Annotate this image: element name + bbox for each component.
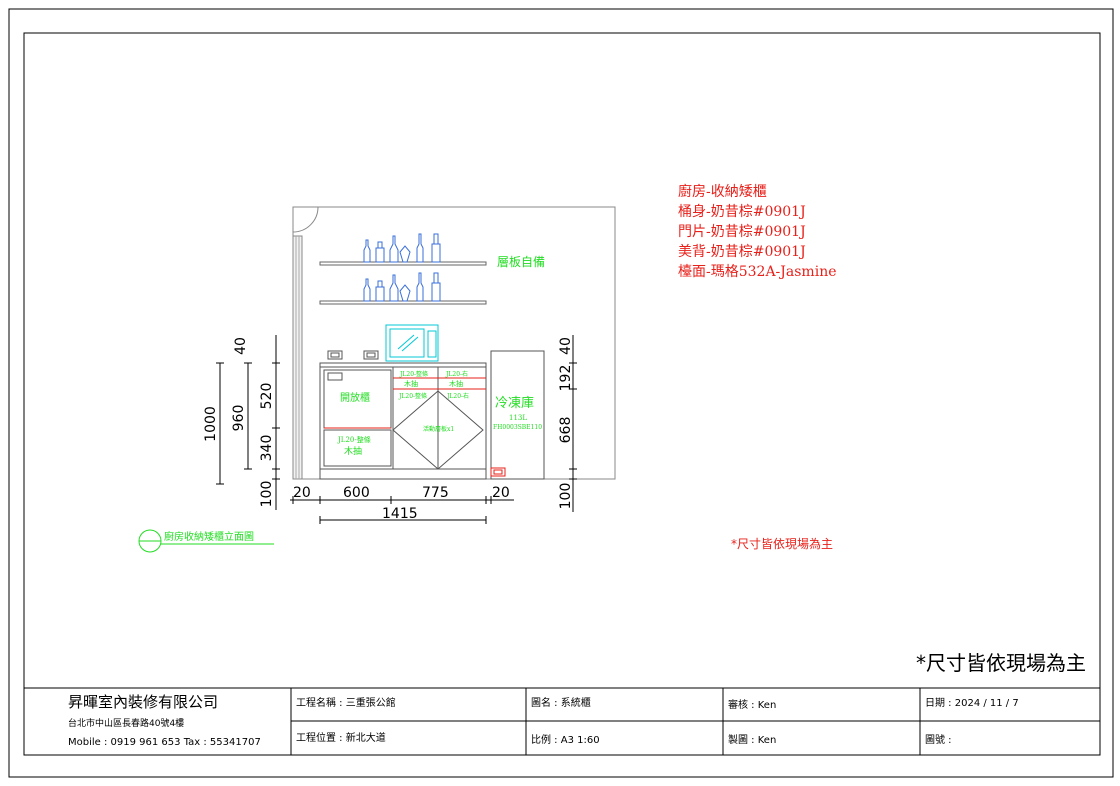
dim-right-100: 100 [558, 483, 574, 510]
reviewer: 審核 : Ken [728, 698, 776, 711]
plinth [319, 468, 487, 480]
dim-left-40: 40 [233, 337, 249, 355]
dim-lines-bottom [290, 496, 514, 524]
dim-left-520: 520 [259, 383, 275, 410]
note-line-3: 門片-奶昔棕#0901J [678, 224, 806, 240]
fridge-outlet [490, 467, 506, 477]
dim-right-668: 668 [558, 417, 574, 444]
bottles-lower [363, 272, 441, 302]
fridge [490, 350, 545, 480]
outlets [327, 350, 379, 360]
project-name: 工程名稱 : 三重張公館 [296, 696, 396, 709]
shelf-label: 層板自備 [497, 254, 545, 269]
drawer-bottom-left-line1: JL20-整條 [337, 435, 371, 444]
dim-right-192: 192 [558, 365, 574, 392]
dim-left-340: 340 [259, 435, 275, 462]
note-line-4: 美背-奶昔棕#0901J [678, 244, 806, 260]
sheet-number: 圖號 : [925, 733, 952, 746]
side-panel [292, 235, 303, 480]
hinge-left-label: JL20-整條 [398, 392, 427, 400]
dim-left-100: 100 [259, 481, 275, 508]
company-contact: Mobile : 0919 961 653 Tax : 55341707 [68, 737, 261, 748]
note-line-5: 檯面-瑪格532A-Jasmine [678, 264, 837, 280]
dim-overall-width: 1415 [382, 506, 418, 522]
note-line-1: 廚房-收納矮櫃 [678, 183, 767, 200]
open-cabinet-label: 開放櫃 [340, 391, 370, 404]
project-location: 工程位置 : 新北大道 [296, 731, 386, 744]
dim-left-total: 1000 [203, 406, 219, 442]
countertop [319, 362, 487, 368]
site-measurement-note: *尺寸皆依現場為主 [731, 536, 833, 551]
drawing-name: 圖名 : 系統櫃 [531, 696, 591, 709]
title-block [24, 687, 1100, 755]
drawer-top-left-line1: JL20-整條 [399, 370, 428, 378]
dim-bottom-775: 775 [422, 485, 449, 501]
dim-right-40: 40 [558, 337, 574, 355]
drawer-bottom-left-line2: 木抽 [344, 445, 362, 457]
fridge-model: FH0003SBE110 [493, 424, 542, 431]
site-measurement-note-large: *尺寸皆依現場為主 [916, 651, 1086, 675]
dim-bottom-600: 600 [343, 485, 370, 501]
drafter: 製圖 : Ken [728, 733, 776, 746]
bottles-upper [363, 233, 441, 263]
inner-border [23, 32, 1101, 756]
microwave [385, 324, 439, 362]
dim-left-960: 960 [231, 405, 247, 432]
drawer-top-right-line2: 木抽 [449, 379, 463, 388]
fridge-capacity: 113L [509, 414, 527, 422]
date: 日期 : 2024 / 11 / 7 [925, 697, 1019, 709]
drawer-top-right-line1: JL20-右 [445, 370, 468, 378]
fridge-label: 冷凍庫 [495, 395, 534, 411]
drawing-scale: 比例 : A3 1:60 [531, 733, 600, 746]
dim-bottom-20a: 20 [293, 485, 311, 501]
drawer-bottom-left [323, 429, 392, 467]
outer-border [8, 8, 1114, 778]
door-swing-arc [292, 206, 319, 233]
note-line-2: 桶身-奶昔棕#0901J [678, 204, 806, 220]
dim-bottom-20b: 20 [492, 485, 510, 501]
drawer-top-left-line2: 木抽 [404, 379, 418, 388]
company-name: 昇暉室內裝修有限公司 [68, 693, 218, 711]
dim-lines-left [216, 335, 280, 510]
elevation-drawing: 層板自備 開放櫃 JL20-整條 木抽 [138, 206, 616, 553]
diamond-label: 活動層板x1 [423, 425, 454, 433]
drawing-caption: 廚房收納矮櫃立面圖 [164, 530, 254, 543]
company-address: 台北市中山區長春路40號4樓 [68, 717, 184, 729]
door-diamond [392, 390, 484, 470]
material-notes: 廚房-收納矮櫃 桶身-奶昔棕#0901J 門片-奶昔棕#0901J 美背-奶昔棕… [678, 183, 837, 280]
dim-lines-right [569, 335, 577, 512]
hinge-right-label: JL20-右 [446, 392, 469, 400]
